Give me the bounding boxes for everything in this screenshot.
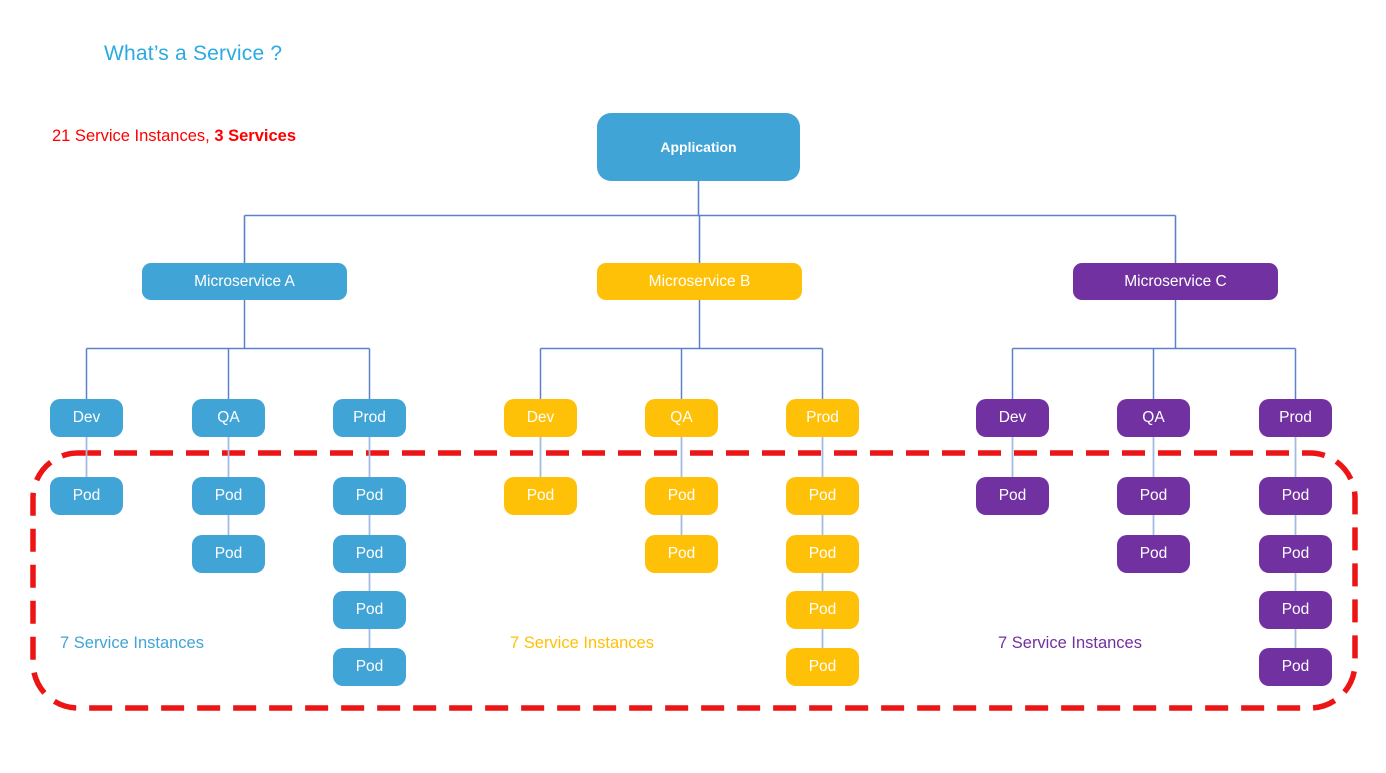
node-env-dev[interactable]: Dev bbox=[50, 399, 123, 437]
node-pod[interactable]: Pod bbox=[333, 477, 406, 515]
node-pod[interactable]: Pod bbox=[976, 477, 1049, 515]
node-pod[interactable]: Pod bbox=[192, 477, 265, 515]
node-microservice-b[interactable]: Microservice B bbox=[597, 263, 802, 300]
node-pod[interactable]: Pod bbox=[333, 648, 406, 686]
node-pod[interactable]: Pod bbox=[1117, 535, 1190, 573]
node-microservice-c[interactable]: Microservice C bbox=[1073, 263, 1278, 300]
node-env-prod[interactable]: Prod bbox=[1259, 399, 1332, 437]
note-service-instances: 7 Service Instances bbox=[510, 634, 654, 652]
node-env-dev[interactable]: Dev bbox=[504, 399, 577, 437]
node-pod[interactable]: Pod bbox=[645, 535, 718, 573]
summary-regular-text: 21 Service Instances, bbox=[52, 127, 215, 145]
node-env-dev[interactable]: Dev bbox=[976, 399, 1049, 437]
node-env-prod[interactable]: Prod bbox=[786, 399, 859, 437]
node-microservice-a[interactable]: Microservice A bbox=[142, 263, 347, 300]
note-service-instances: 7 Service Instances bbox=[998, 634, 1142, 652]
node-pod[interactable]: Pod bbox=[1259, 648, 1332, 686]
note-service-instances: 7 Service Instances bbox=[60, 634, 204, 652]
node-pod[interactable]: Pod bbox=[786, 477, 859, 515]
node-pod[interactable]: Pod bbox=[786, 648, 859, 686]
node-pod[interactable]: Pod bbox=[786, 591, 859, 629]
node-pod[interactable]: Pod bbox=[333, 591, 406, 629]
node-pod[interactable]: Pod bbox=[333, 535, 406, 573]
node-env-qa[interactable]: QA bbox=[1117, 399, 1190, 437]
node-application[interactable]: Application bbox=[597, 113, 800, 181]
node-pod[interactable]: Pod bbox=[786, 535, 859, 573]
node-pod[interactable]: Pod bbox=[504, 477, 577, 515]
pods-outline-dashed bbox=[30, 450, 1358, 711]
node-pod[interactable]: Pod bbox=[1117, 477, 1190, 515]
node-pod[interactable]: Pod bbox=[1259, 535, 1332, 573]
page-title: What’s a Service ? bbox=[104, 42, 283, 65]
node-env-qa[interactable]: QA bbox=[645, 399, 718, 437]
node-pod[interactable]: Pod bbox=[1259, 477, 1332, 515]
node-env-qa[interactable]: QA bbox=[192, 399, 265, 437]
node-pod[interactable]: Pod bbox=[192, 535, 265, 573]
summary-bold-text: 3 Services bbox=[214, 127, 296, 145]
summary-label: 21 Service Instances, 3 Services bbox=[52, 127, 296, 146]
node-pod[interactable]: Pod bbox=[50, 477, 123, 515]
node-pod[interactable]: Pod bbox=[645, 477, 718, 515]
node-env-prod[interactable]: Prod bbox=[333, 399, 406, 437]
node-pod[interactable]: Pod bbox=[1259, 591, 1332, 629]
